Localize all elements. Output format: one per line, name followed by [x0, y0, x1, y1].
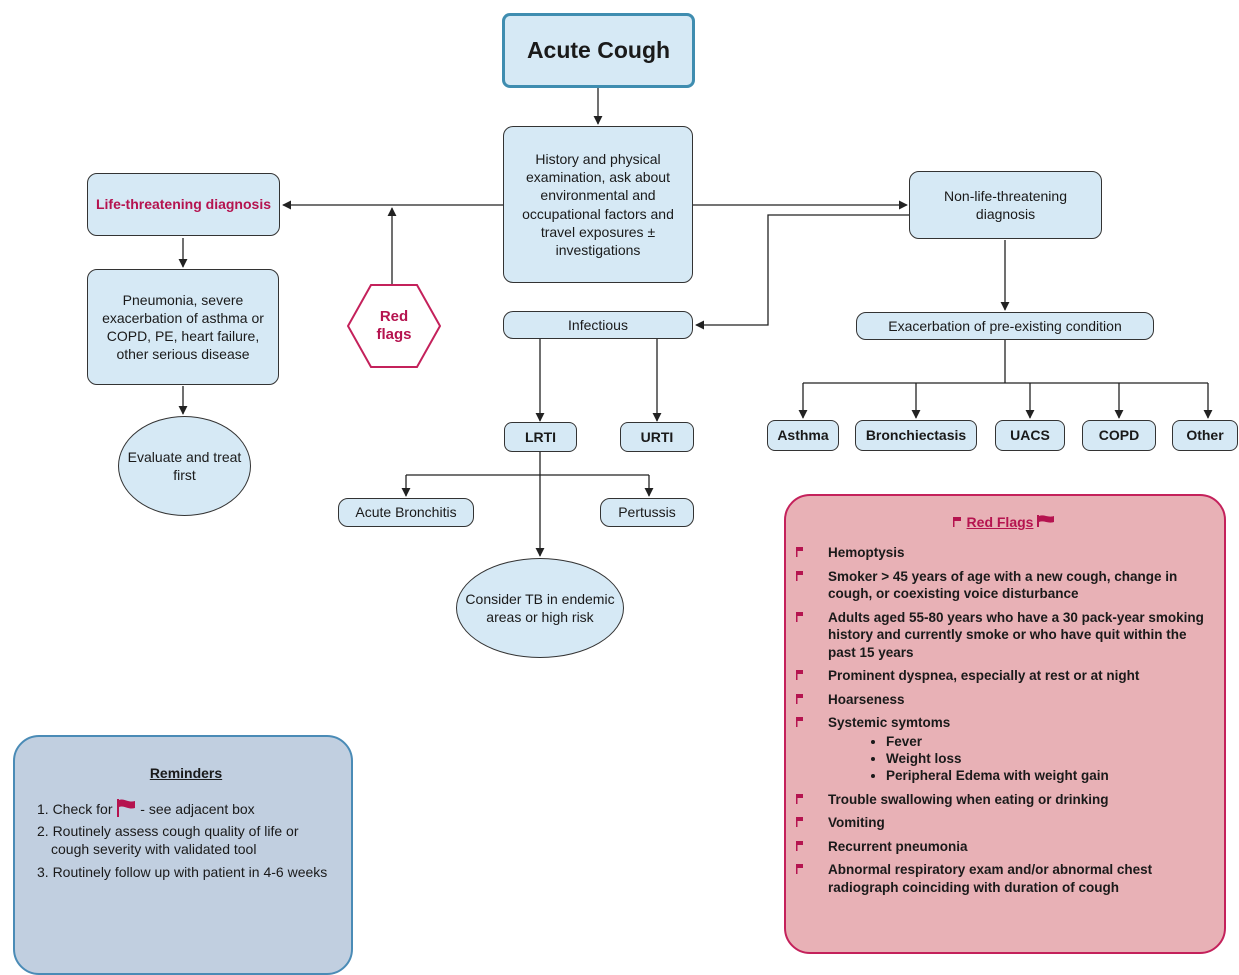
- other-node: Other: [1172, 420, 1238, 451]
- bronchiectasis-node: Bronchiectasis: [855, 420, 977, 451]
- other-text: Other: [1186, 427, 1224, 444]
- flag-bullet-icon: [796, 611, 803, 622]
- exacerbation-node: Exacerbation of pre-existing condition: [856, 312, 1154, 340]
- red-flag-text: Prominent dyspnea, especially at rest or…: [828, 668, 1140, 684]
- reminder-item-1-after: - see adjacent box: [136, 801, 255, 817]
- red-flags-box: Red Flags Hemoptysis Smoker > 45 years o…: [784, 494, 1226, 954]
- uacs-node: UACS: [995, 420, 1065, 451]
- pertussis-node: Pertussis: [600, 498, 694, 527]
- consider-tb-node: Consider TB in endemic areas or high ris…: [456, 558, 624, 658]
- evaluate-node: Evaluate and treat first: [118, 416, 251, 516]
- urti-text: URTI: [640, 428, 674, 445]
- consider-tb-text: Consider TB in endemic areas or high ris…: [465, 590, 615, 625]
- flag-bullet-icon: [796, 840, 803, 851]
- red-flags-heading: Red Flags: [796, 514, 1212, 530]
- exacerbation-text: Exacerbation of pre-existing condition: [888, 317, 1122, 334]
- acute-bronchitis-text: Acute Bronchitis: [355, 504, 457, 521]
- flag-bullet-icon: [796, 670, 803, 681]
- evaluate-text: Evaluate and treat first: [127, 448, 242, 483]
- flag-bullet-icon: [796, 793, 803, 804]
- pertussis-text: Pertussis: [618, 504, 676, 521]
- red-flag-item: Vomiting: [796, 814, 1212, 832]
- lrti-node: LRTI: [504, 422, 577, 452]
- red-flag-item: Abnormal respiratory exam and/or abnorma…: [796, 861, 1212, 896]
- pneumonia-node: Pneumonia, severe exacerbation of asthma…: [87, 269, 279, 385]
- asthma-node: Asthma: [767, 420, 839, 451]
- red-flags-heading-text: Red Flags: [966, 514, 1034, 530]
- red-flag-item: Adults aged 55-80 years who have a 30 pa…: [796, 609, 1212, 662]
- systemic-symptom-item: Peripheral Edema with weight gain: [886, 768, 1212, 785]
- reminder-item: 2. Routinely assess cough quality of lif…: [37, 823, 299, 858]
- red-flags-hexagon: [347, 284, 441, 368]
- systemic-symptoms-list: Fever Weight loss Peripheral Edema with …: [828, 734, 1212, 785]
- reminder-item: 1. Check for - see adjacent box: [37, 799, 335, 818]
- red-flag-icon: [117, 799, 136, 817]
- reminders-heading: Reminders: [149, 765, 223, 781]
- title-text: Acute Cough: [526, 36, 671, 63]
- reminder-item: 3. Routinely follow up with patient in 4…: [37, 863, 328, 880]
- non-life-threatening-node: Non-life-threatening diagnosis: [909, 171, 1102, 239]
- connector-nonlife-infectious: [695, 214, 909, 330]
- urti-node: URTI: [620, 422, 694, 452]
- systemic-symptom-item: Weight loss: [886, 751, 1212, 768]
- reminders-list: 1. Check for - see adjacent box 2. Routi…: [37, 799, 335, 881]
- red-flags-list: Hemoptysis Smoker > 45 years of age with…: [796, 544, 1212, 896]
- flag-bullet-icon: [796, 717, 803, 728]
- red-flag-item: Systemic symtoms Fever Weight loss Perip…: [796, 714, 1212, 784]
- red-flag-text: Hemoptysis: [828, 545, 905, 560]
- copd-node: COPD: [1082, 420, 1156, 451]
- red-flag-item: Hemoptysis: [796, 544, 1212, 562]
- red-flag-item: Prominent dyspnea, especially at rest or…: [796, 667, 1212, 685]
- red-flag-text: Adults aged 55-80 years who have a 30 pa…: [828, 609, 1204, 660]
- flag-bullet-icon: [796, 817, 803, 828]
- red-flags-hexagon-label: Red flags: [376, 308, 412, 343]
- flag-bullet-icon: [796, 864, 803, 875]
- red-flag-text: Recurrent pneumonia: [828, 838, 968, 854]
- reminder-item-1-before: 1. Check for: [37, 801, 113, 817]
- flag-bullet-icon: [796, 547, 803, 557]
- history-node: History and physical examination, ask ab…: [503, 126, 693, 283]
- copd-text: COPD: [1098, 427, 1140, 444]
- infectious-text: Infectious: [568, 316, 628, 333]
- red-flag-text: Trouble swallowing when eating or drinki…: [828, 791, 1109, 807]
- red-flag-item: Smoker > 45 years of age with a new coug…: [796, 568, 1212, 603]
- infectious-node: Infectious: [503, 311, 693, 339]
- flag-bullet-icon: [796, 693, 803, 704]
- history-text: History and physical examination, ask ab…: [522, 150, 674, 258]
- reminders-box: Reminders 1. Check for - see adjacent bo…: [13, 735, 353, 975]
- acute-bronchitis-node: Acute Bronchitis: [338, 498, 474, 527]
- small-flag-icon: [952, 517, 961, 527]
- bronchiectasis-text: Bronchiectasis: [865, 427, 967, 444]
- asthma-text: Asthma: [777, 427, 829, 444]
- red-flag-text: Systemic symtoms: [828, 715, 951, 731]
- lrti-text: LRTI: [524, 428, 557, 445]
- life-threatening-node: Life-threatening diagnosis: [87, 173, 280, 236]
- uacs-text: UACS: [1010, 427, 1050, 444]
- red-flag-text: Abnormal respiratory exam and/or abnorma…: [828, 862, 1153, 895]
- red-flag-item: Recurrent pneumonia: [796, 838, 1212, 856]
- life-threatening-text: Life-threatening diagnosis: [95, 196, 271, 213]
- pneumonia-text: Pneumonia, severe exacerbation of asthma…: [102, 291, 264, 363]
- title-node: Acute Cough: [502, 13, 695, 88]
- systemic-symptom-item: Fever: [886, 734, 1212, 751]
- red-flag-text: Smoker > 45 years of age with a new coug…: [828, 568, 1178, 602]
- red-flag-text: Vomiting: [828, 815, 885, 831]
- non-life-threatening-text: Non-life-threatening diagnosis: [944, 187, 1067, 222]
- red-flag-text: Hoarseness: [828, 691, 905, 707]
- flow-connectors: [178, 88, 1213, 557]
- red-flag-icon: [1037, 515, 1055, 527]
- flag-bullet-icon: [796, 570, 803, 581]
- red-flag-item: Hoarseness: [796, 691, 1212, 709]
- red-flag-item: Trouble swallowing when eating or drinki…: [796, 791, 1212, 809]
